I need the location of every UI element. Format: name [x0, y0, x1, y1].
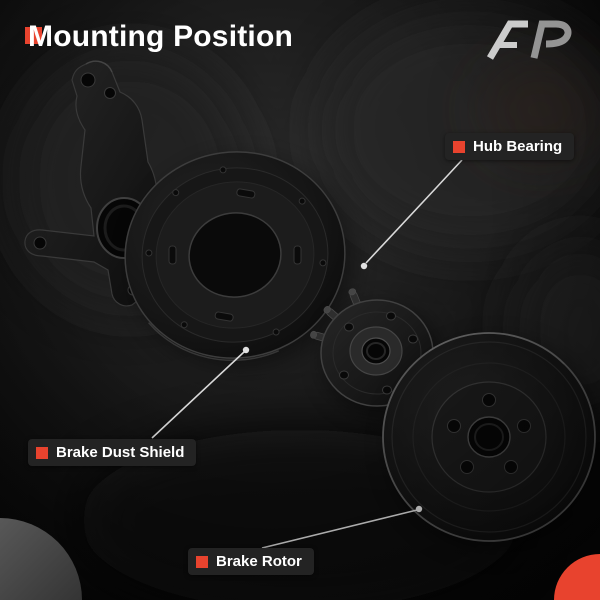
callout-dot-brake-rotor: [415, 505, 423, 513]
brand-logo-icon: [476, 16, 576, 69]
knuckle-bolt-hole: [80, 72, 96, 88]
callout-accent-square: [453, 140, 465, 153]
page-title-text: Mounting Position: [28, 20, 294, 53]
callout-brake-dust-shield: Brake Dust Shield: [28, 439, 197, 466]
callout-dot-brake-dust-shield: [242, 346, 250, 354]
knuckle-bolt-hole: [104, 87, 116, 99]
callout-label: Brake Dust Shield: [56, 444, 185, 461]
callout-dot-hub-bearing: [360, 262, 368, 270]
callout-brake-rotor: Brake Rotor: [188, 548, 314, 575]
callout-label: Brake Rotor: [216, 553, 302, 570]
knuckle-bolt-hole: [33, 236, 47, 250]
callout-accent-square: [36, 446, 48, 459]
page-title: Mounting Position: [25, 20, 294, 53]
callout-hub-bearing: Hub Bearing: [445, 133, 575, 160]
callout-label: Hub Bearing: [473, 138, 563, 155]
brand-logo-glyph: [486, 20, 572, 60]
callout-accent-square: [196, 555, 208, 568]
